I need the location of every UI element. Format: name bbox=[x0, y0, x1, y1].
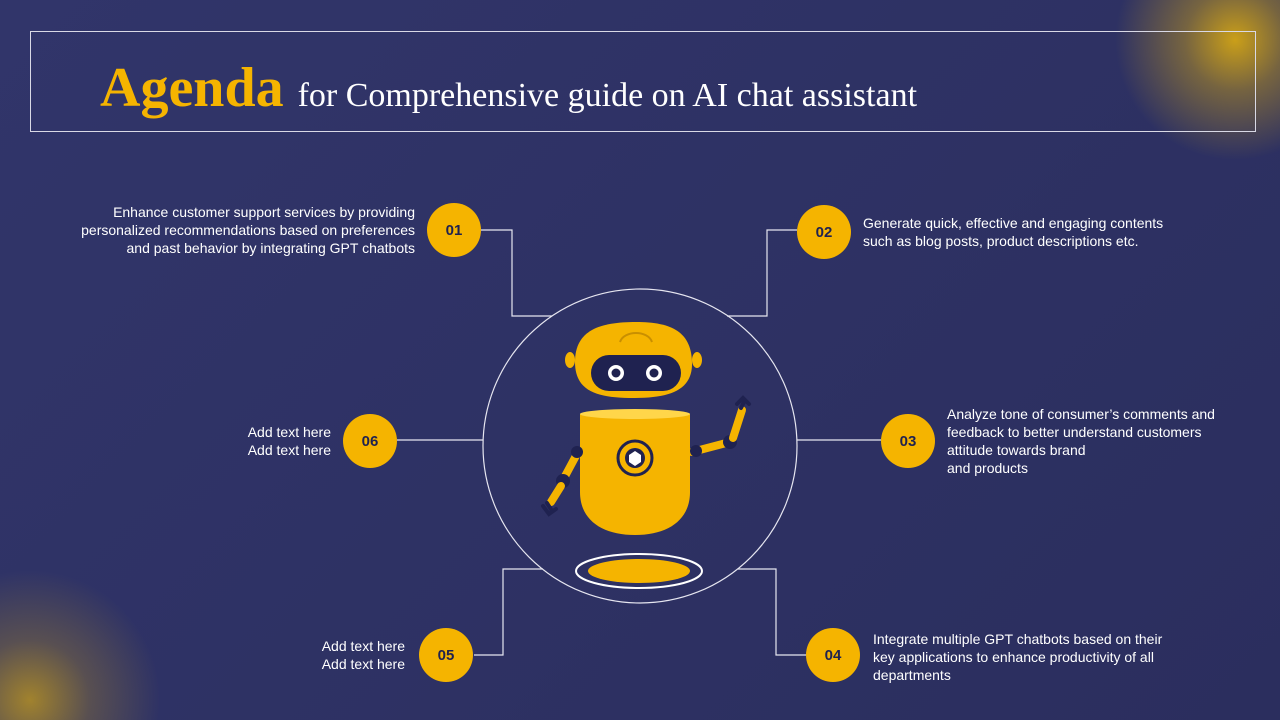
title-main: Agenda bbox=[100, 57, 284, 119]
item-05-line: Add text here bbox=[321, 656, 405, 672]
item-06-line: Add text here bbox=[247, 424, 331, 440]
item-04-line: key applications to enhance productivity… bbox=[873, 649, 1154, 665]
badge-05: 05 bbox=[419, 628, 473, 682]
item-02-line: Generate quick, effective and engaging c… bbox=[863, 215, 1164, 231]
item-03-line: attitude towards brand bbox=[947, 442, 1086, 458]
item-06-line: Add text here bbox=[247, 442, 331, 458]
item-03-line: and products bbox=[947, 460, 1028, 476]
title-frame bbox=[30, 31, 1256, 132]
badge-01: 01 bbox=[427, 203, 481, 257]
item-04-line: Integrate multiple GPT chatbots based on… bbox=[873, 631, 1163, 647]
badge-06: 06 bbox=[343, 414, 397, 468]
connector-04 bbox=[738, 568, 806, 656]
platform-disc bbox=[588, 559, 690, 583]
item-03-text: Analyze tone of consumer’s comments and … bbox=[947, 405, 1215, 477]
connector-01 bbox=[481, 229, 552, 317]
item-06-text: Add text here Add text here bbox=[248, 423, 331, 459]
item-05-text: Add text here Add text here bbox=[322, 637, 405, 673]
item-05-line: Add text here bbox=[321, 638, 405, 654]
item-01-line: Enhance customer support services by pro… bbox=[113, 204, 415, 220]
robot-illustration bbox=[541, 322, 751, 589]
center-circle bbox=[482, 288, 798, 604]
item-01-text: Enhance customer support services by pro… bbox=[81, 203, 415, 257]
item-02-line: such as blog posts, product descriptions… bbox=[863, 233, 1139, 249]
title-sub: for Comprehensive guide on AI chat assis… bbox=[297, 77, 918, 114]
item-03-line: Analyze tone of consumer’s comments and bbox=[947, 406, 1215, 422]
item-01-line: personalized recommendations based on pr… bbox=[81, 222, 415, 238]
badge-03: 03 bbox=[881, 414, 935, 468]
item-03-line: feedback to better understand customers bbox=[947, 424, 1202, 440]
platform-ring bbox=[575, 553, 703, 589]
badge-02: 02 bbox=[797, 205, 851, 259]
connector-02 bbox=[727, 229, 797, 317]
item-01-line: and past behavior by integrating GPT cha… bbox=[126, 240, 415, 256]
item-02-text: Generate quick, effective and engaging c… bbox=[863, 214, 1163, 250]
page-title: Agenda for Comprehensive guide on AI chat… bbox=[100, 56, 917, 120]
badge-04: 04 bbox=[806, 628, 860, 682]
item-04-line: departments bbox=[873, 667, 951, 683]
robot-visor bbox=[591, 355, 681, 391]
connector-05 bbox=[474, 568, 543, 656]
item-04-text: Integrate multiple GPT chatbots based on… bbox=[873, 630, 1162, 684]
